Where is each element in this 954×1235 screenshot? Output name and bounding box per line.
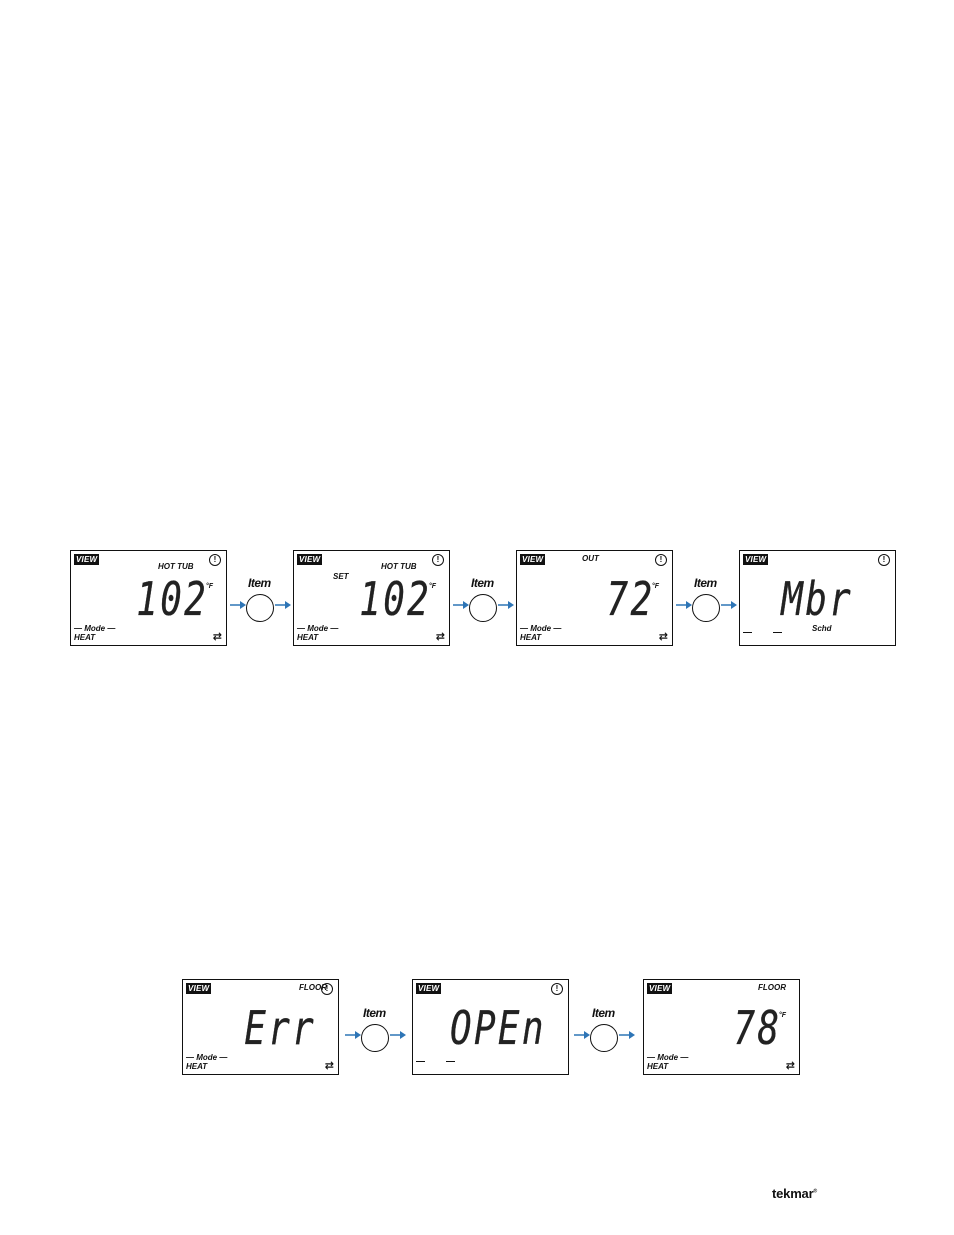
segment-dash [773,632,782,633]
view-badge: VIEW [743,554,768,565]
arrow-right-icon [230,600,246,610]
arrow-right-icon [676,600,692,610]
swap-arrows-icon: ⇄ [659,630,668,643]
item-step-5: Item [574,1006,638,1066]
temp-unit: °F [429,583,436,590]
lcd-top-label: HOT TUB [158,562,194,571]
view-badge: VIEW [647,983,672,994]
arrow-right-icon [345,1030,361,1040]
view-badge: VIEW [74,554,99,565]
segment-dash [416,1061,425,1062]
lcd-top-label: OUT [582,554,599,563]
lcd-display-schedule: VIEW ! Mbr Schd [739,550,896,646]
arrow-right-icon [619,1030,635,1040]
segment-dash [446,1061,455,1062]
item-label: Item [592,1006,615,1020]
alert-icon: ! [321,983,333,995]
item-step-3: Item [676,576,740,636]
mode-indicator: — Mode — HEAT [520,624,561,642]
segment-dash [743,632,752,633]
alert-icon: ! [655,554,667,566]
arrow-right-icon [498,600,514,610]
mode-indicator: — Mode — HEAT [74,624,115,642]
view-badge: VIEW [520,554,545,565]
item-button[interactable] [590,1024,618,1052]
arrow-right-icon [275,600,291,610]
item-step-1: Item [230,576,294,636]
mode-indicator: — Mode — HEAT [297,624,338,642]
lcd-top-label: FLOOR [758,983,786,992]
alert-icon: ! [209,554,221,566]
lcd-digits: Err [244,1005,316,1051]
alert-icon: ! [432,554,444,566]
lcd-display-open-sensor: VIEW ! OPEn [412,979,569,1075]
swap-arrows-icon: ⇄ [436,630,445,643]
item-button[interactable] [469,594,497,622]
arrow-right-icon [574,1030,590,1040]
alert-icon: ! [551,983,563,995]
view-badge: VIEW [297,554,322,565]
item-step-4: Item [345,1006,409,1066]
item-label: Item [363,1006,386,1020]
lcd-digits: 102 [136,576,208,622]
mode-indicator: — Mode — HEAT [186,1053,227,1071]
lcd-digits: 78 [733,1005,781,1051]
swap-arrows-icon: ⇄ [325,1059,334,1072]
lcd-set-label: SET [333,572,349,581]
swap-arrows-icon: ⇄ [786,1059,795,1072]
view-badge: VIEW [416,983,441,994]
view-badge: VIEW [186,983,211,994]
arrow-right-icon [721,600,737,610]
item-button[interactable] [361,1024,389,1052]
schedule-label: Schd [812,624,832,633]
lcd-display-floor-error: VIEW FLOOR ! Err — Mode — HEAT ⇄ [182,979,339,1075]
lcd-display-hot-tub-set: VIEW SET HOT TUB ! 102 °F — Mode — HEAT … [293,550,450,646]
item-label: Item [248,576,271,590]
arrow-right-icon [453,600,469,610]
lcd-display-outdoor: VIEW OUT ! 72 °F — Mode — HEAT ⇄ [516,550,673,646]
arrow-right-icon [390,1030,406,1040]
item-label: Item [694,576,717,590]
lcd-display-floor: VIEW FLOOR 78 °F — Mode — HEAT ⇄ [643,979,800,1075]
lcd-digits: 102 [359,576,431,622]
item-step-2: Item [453,576,517,636]
lcd-top-label: HOT TUB [381,562,417,571]
mode-indicator: — Mode — HEAT [647,1053,688,1071]
temp-unit: °F [652,583,659,590]
lcd-display-hot-tub: VIEW HOT TUB ! 102 °F — Mode — HEAT ⇄ [70,550,227,646]
item-button[interactable] [246,594,274,622]
alert-icon: ! [878,554,890,566]
tekmar-logo: tekmar® [772,1186,817,1201]
lcd-digits: 72 [606,576,654,622]
lcd-digits: Mbr [781,576,853,622]
temp-unit: °F [206,583,213,590]
item-button[interactable] [692,594,720,622]
item-label: Item [471,576,494,590]
temp-unit: °F [779,1012,786,1019]
swap-arrows-icon: ⇄ [213,630,222,643]
lcd-digits: OPEn [450,1005,546,1051]
